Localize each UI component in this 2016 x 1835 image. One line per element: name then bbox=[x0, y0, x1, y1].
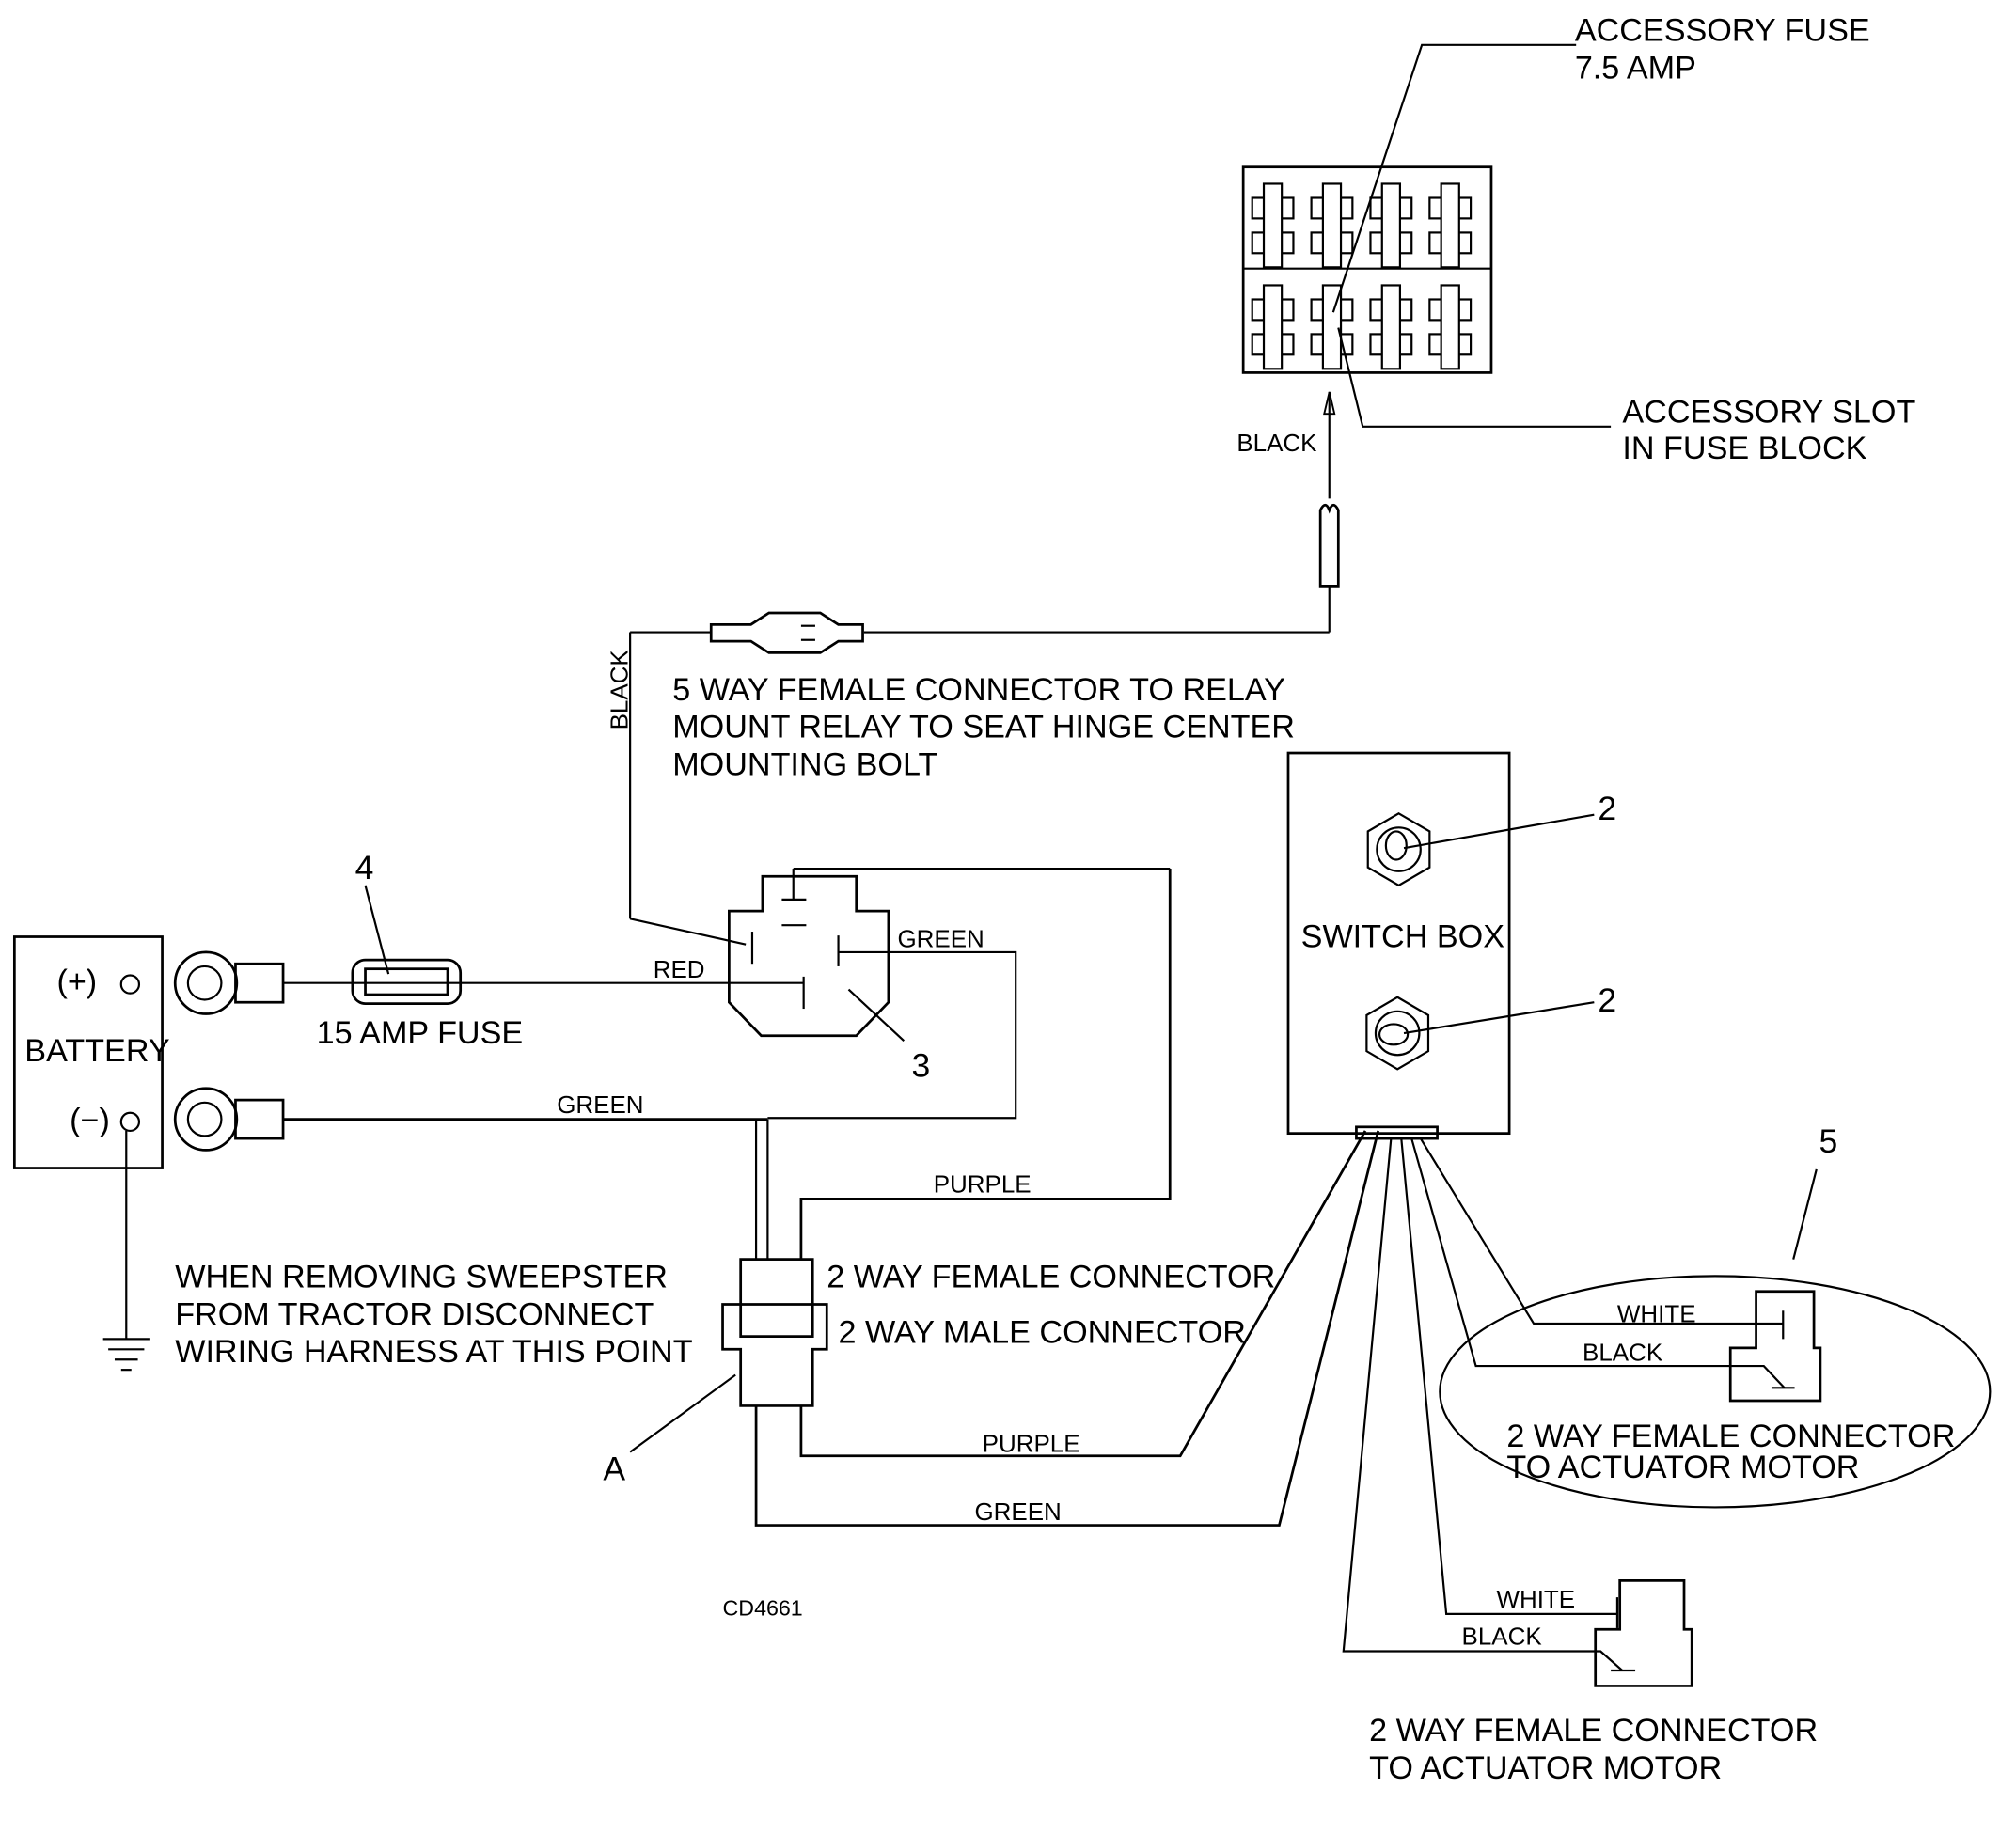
purple-wire-top bbox=[799, 869, 1172, 1260]
wire-label-red: RED bbox=[654, 955, 705, 983]
fuse-slot bbox=[1428, 284, 1473, 370]
black-wire-1 bbox=[1410, 1137, 1786, 1389]
two-way-male-connector bbox=[721, 1303, 828, 1407]
wire-label-purple-bottom: PURPLE bbox=[983, 1430, 1080, 1458]
switch-box bbox=[1286, 751, 1511, 1140]
callout-relay: 3 bbox=[911, 1047, 930, 1085]
actuator-label-1b: TO ACTUATOR MOTOR bbox=[1506, 1450, 1859, 1485]
purple-wire-bottom bbox=[799, 1130, 1367, 1458]
wire-label-green-ground: GREEN bbox=[557, 1090, 643, 1119]
wire-label-black-vertical: BLACK bbox=[605, 650, 633, 730]
fuse-slot bbox=[1428, 182, 1473, 269]
relay-note-1: 5 WAY FEMALE CONNECTOR TO RELAY bbox=[672, 672, 1285, 708]
two-way-female-connector bbox=[739, 1258, 814, 1338]
arrow-up-icon bbox=[1323, 391, 1336, 416]
toggle-switch-top-icon[interactable] bbox=[1366, 812, 1431, 887]
relay-note-3: MOUNTING BOLT bbox=[672, 746, 937, 782]
white-wire-1 bbox=[1419, 1137, 1784, 1325]
battery-pos: (+) bbox=[56, 964, 97, 999]
wire-label-green-relay: GREEN bbox=[897, 924, 984, 952]
fuse-15-label: 15 AMP FUSE bbox=[317, 1015, 524, 1051]
callout-fuse: 4 bbox=[355, 849, 374, 886]
wire-label-white-1: WHITE bbox=[1617, 1300, 1696, 1328]
wire-label-green-bottom: GREEN bbox=[974, 1498, 1061, 1526]
ring-terminal-positive bbox=[173, 950, 285, 1015]
fuse-slot bbox=[1369, 182, 1413, 269]
fuse-block bbox=[1241, 165, 1493, 374]
wire-label-white-2: WHITE bbox=[1496, 1585, 1575, 1613]
accessory-slot-leader bbox=[1337, 327, 1612, 428]
battery bbox=[12, 935, 164, 1340]
fuse-slot bbox=[1251, 182, 1295, 269]
disconnect-note-3: WIRING HARNESS AT THIS POINT bbox=[175, 1334, 693, 1370]
wire-label-purple-top: PURPLE bbox=[934, 1170, 1032, 1199]
actuator-connector-2 bbox=[1594, 1578, 1693, 1687]
actuator-label-1a: 2 WAY FEMALE CONNECTOR bbox=[1506, 1419, 1955, 1454]
disconnect-note-1: WHEN REMOVING SWEEPSTER bbox=[175, 1260, 668, 1295]
callout-switch-bottom: 2 bbox=[1598, 981, 1616, 1019]
disconnect-note-2: FROM TRACTOR DISCONNECT bbox=[175, 1296, 654, 1332]
fuse-slot bbox=[1369, 284, 1413, 370]
fuse-slot bbox=[1251, 284, 1295, 370]
ground-icon bbox=[102, 1338, 150, 1372]
fuse-15-amp bbox=[351, 958, 463, 1005]
accessory-fuse-leader bbox=[1331, 43, 1577, 313]
wire-label-black-2: BLACK bbox=[1462, 1623, 1543, 1651]
accessory-slot-label-1: ACCESSORY SLOT bbox=[1622, 395, 1915, 431]
accessory-slot-label-2: IN FUSE BLOCK bbox=[1622, 431, 1866, 466]
wire-label-black-1: BLACK bbox=[1583, 1339, 1663, 1367]
diagram-id: CD4661 bbox=[723, 1595, 803, 1620]
battery-label: BATTERY bbox=[24, 1033, 170, 1069]
fuse-slot bbox=[1310, 284, 1354, 370]
green-wire-bottom bbox=[754, 1130, 1380, 1527]
battery-neg: (−) bbox=[70, 1103, 110, 1138]
point-a-label: A bbox=[603, 1451, 625, 1488]
accessory-fuse-label-2: 7.5 AMP bbox=[1575, 50, 1696, 86]
actuator-label-2b: TO ACTUATOR MOTOR bbox=[1369, 1750, 1722, 1786]
callout-actuator-group: 5 bbox=[1819, 1122, 1838, 1160]
accessory-fuse-label-1: ACCESSORY FUSE bbox=[1575, 13, 1870, 49]
green-wire-relay bbox=[767, 950, 1017, 1120]
male-connector-label: 2 WAY MALE CONNECTOR bbox=[839, 1314, 1246, 1350]
relay bbox=[728, 867, 1171, 1038]
black-wire-2 bbox=[1342, 1138, 1624, 1671]
wire-label-black-fuse: BLACK bbox=[1236, 429, 1317, 457]
relay-note-2: MOUNT RELAY TO SEAT HINGE CENTER bbox=[672, 710, 1295, 745]
female-connector-label: 2 WAY FEMALE CONNECTOR bbox=[827, 1260, 1275, 1295]
actuator-group-ellipse bbox=[1439, 1275, 1992, 1509]
white-wire-2 bbox=[1400, 1138, 1617, 1615]
callout-switch-top: 2 bbox=[1598, 790, 1616, 827]
fuse-slot bbox=[1310, 182, 1354, 269]
inline-connector bbox=[709, 611, 864, 654]
switch-box-label: SWITCH BOX bbox=[1301, 918, 1505, 954]
ring-terminal-negative bbox=[173, 1087, 285, 1152]
actuator-label-2a: 2 WAY FEMALE CONNECTOR bbox=[1369, 1713, 1818, 1749]
spade-terminal bbox=[1318, 503, 1340, 588]
toggle-switch-bottom-icon[interactable] bbox=[1365, 996, 1430, 1071]
actuator-connector-1 bbox=[1728, 1290, 1822, 1403]
